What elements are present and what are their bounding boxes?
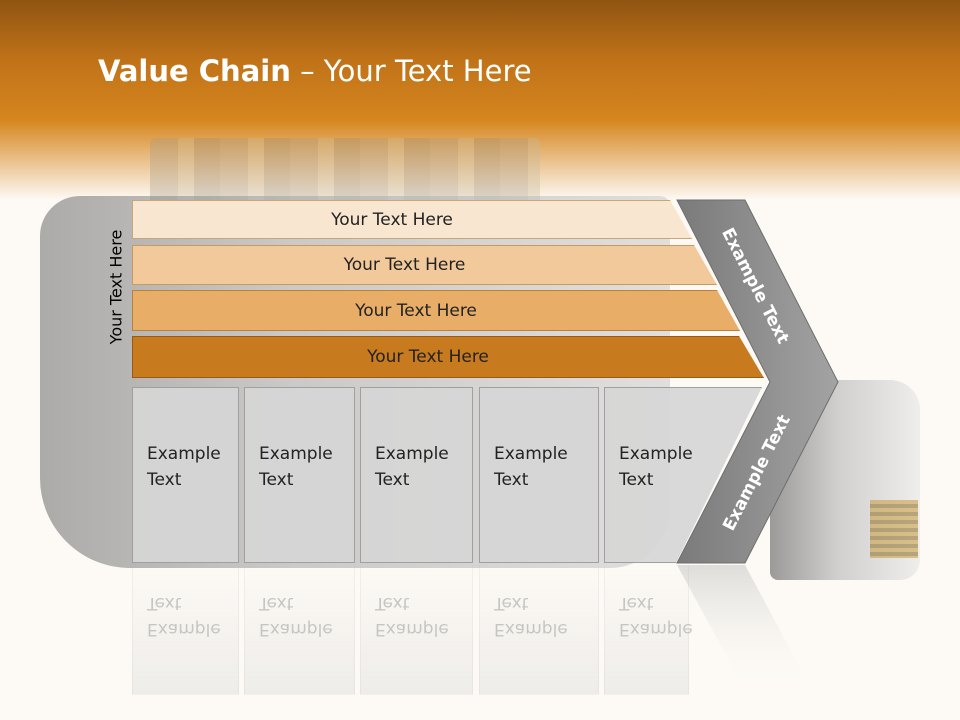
- column-3[interactable]: Example Text: [360, 387, 473, 563]
- band-2[interactable]: Your Text Here: [132, 245, 717, 285]
- column-5-reflection: Example Text: [604, 565, 693, 695]
- band-4[interactable]: Your Text Here: [132, 336, 764, 378]
- column-1-line2: Text: [147, 470, 182, 490]
- column-3-line1: Example: [375, 444, 449, 464]
- column-2-reflection-line1: Example: [259, 619, 333, 639]
- band-1-label: Your Text Here: [331, 209, 453, 230]
- column-2-line1: Example: [259, 444, 333, 464]
- band-3-label: Your Text Here: [355, 300, 477, 321]
- column-3-reflection-line1: Example: [375, 619, 449, 639]
- column-2-reflection-line2: Text: [259, 593, 294, 613]
- column-2[interactable]: Example Text: [244, 387, 355, 563]
- column-5-reflection-line1: Example: [619, 619, 693, 639]
- column-4-line1: Example: [494, 444, 568, 464]
- side-label: Your Text Here: [106, 229, 126, 345]
- background-photo-top: [150, 138, 540, 202]
- column-1[interactable]: Example Text: [132, 387, 239, 563]
- column-4-reflection-line2: Text: [494, 593, 529, 613]
- page-title: Value Chain – Your Text Here: [98, 54, 532, 88]
- column-5-line2: Text: [619, 470, 654, 490]
- column-4-reflection: Example Text: [479, 565, 599, 695]
- column-1-reflection-line2: Text: [147, 593, 182, 613]
- column-4-line2: Text: [494, 470, 529, 490]
- column-4[interactable]: Example Text: [479, 387, 599, 563]
- band-2-label: Your Text Here: [343, 255, 466, 275]
- column-1-reflection: Example Text: [132, 565, 239, 695]
- column-3-reflection-line2: Text: [375, 593, 410, 613]
- band-3[interactable]: Your Text Here: [132, 290, 740, 331]
- column-3-line2: Text: [375, 470, 410, 490]
- header-band: [0, 0, 960, 200]
- column-1-line1: Example: [147, 444, 221, 464]
- column-4-reflection-line1: Example: [494, 619, 568, 639]
- title-bold: Value Chain: [98, 54, 291, 88]
- column-5-line1: Example: [619, 444, 693, 464]
- column-2-reflection: Example Text: [244, 565, 355, 695]
- column-5[interactable]: Example Text: [604, 387, 762, 563]
- band-1[interactable]: Your Text Here: [132, 200, 692, 239]
- column-3-reflection: Example Text: [360, 565, 473, 695]
- column-2-line2: Text: [259, 470, 294, 490]
- band-4-label: Your Text Here: [367, 347, 489, 367]
- title-rest: – Your Text Here: [290, 54, 532, 88]
- battery-contacts: [870, 500, 918, 558]
- column-5-reflection-line2: Text: [619, 593, 654, 613]
- column-1-reflection-line1: Example: [147, 619, 221, 639]
